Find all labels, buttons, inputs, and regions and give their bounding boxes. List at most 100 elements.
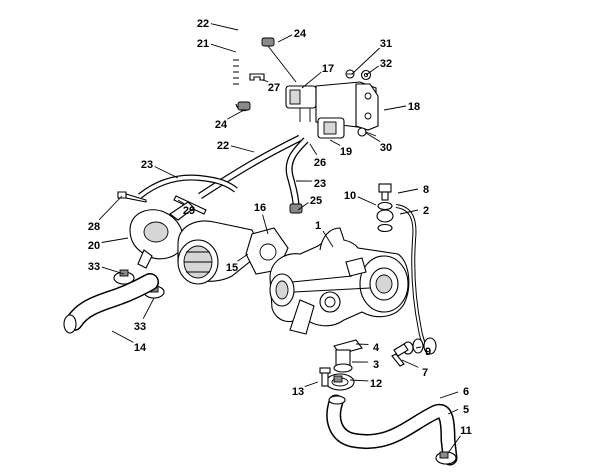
leader-line-c11 xyxy=(447,435,461,454)
oil-line-2 xyxy=(395,204,430,350)
clip-27 xyxy=(249,73,265,81)
bolt-7 xyxy=(391,343,409,367)
leader-line-c5 xyxy=(447,408,459,415)
leader-line-c29 xyxy=(177,199,185,205)
clamp-11 xyxy=(435,451,457,465)
leader-line-c19 xyxy=(329,139,341,146)
callout-c10: 10 xyxy=(344,190,356,202)
callout-c28: 28 xyxy=(88,221,100,233)
hose-clamp-24-upper xyxy=(261,37,275,47)
leader-line-c9 xyxy=(415,346,422,349)
leader-line-c16 xyxy=(262,214,269,235)
callout-c23b: 23 xyxy=(314,178,326,190)
leader-line-c10 xyxy=(357,196,377,206)
leader-line-c18 xyxy=(383,105,407,111)
leader-line-c7 xyxy=(401,359,419,368)
callout-c33b: 33 xyxy=(134,321,146,333)
clamp-12 xyxy=(325,373,355,391)
clamp-25 xyxy=(289,203,303,214)
leader-line-c21 xyxy=(210,43,237,53)
leader-line-c28 xyxy=(98,195,123,221)
hose-clamp-24-lower xyxy=(237,101,251,111)
callout-c33: 33 xyxy=(88,261,100,273)
callout-c20: 20 xyxy=(88,240,100,252)
callout-c23: 23 xyxy=(141,159,153,171)
turbocharger-1 xyxy=(269,227,410,335)
callout-c24b: 24 xyxy=(215,119,228,131)
leader-line-c26 xyxy=(309,143,318,155)
leader-line-c12 xyxy=(349,379,369,382)
leader-line-c8 xyxy=(397,188,419,194)
banjo-bolt-8 xyxy=(378,183,392,201)
callout-labels: 1234567891011121314151617181920212222232… xyxy=(88,18,472,437)
coolant-hose-14 xyxy=(63,273,159,334)
leader-line-c15 xyxy=(237,253,249,262)
callout-c7: 7 xyxy=(422,367,428,379)
leader-line-c23 xyxy=(154,166,179,179)
callout-c2: 2 xyxy=(423,205,429,217)
callout-c9: 9 xyxy=(425,346,431,358)
leader-line-c31 xyxy=(351,47,381,75)
callout-c22b: 22 xyxy=(217,140,229,152)
callout-c14: 14 xyxy=(134,342,147,354)
callout-c12: 12 xyxy=(370,378,382,390)
callout-c3: 3 xyxy=(373,359,379,371)
leader-line-c32 xyxy=(365,65,379,76)
leader-line-c25 xyxy=(297,202,309,211)
bolt-13 xyxy=(319,367,331,387)
leader-line-c27 xyxy=(261,79,269,83)
leader-line-c22b xyxy=(230,145,255,153)
hose-26 xyxy=(285,137,309,207)
callout-c17: 17 xyxy=(322,63,334,75)
callout-c25: 25 xyxy=(310,195,322,207)
leader-line-c24 xyxy=(277,34,293,43)
hose-22-middle xyxy=(198,134,302,199)
callout-c26: 26 xyxy=(314,157,326,169)
leader-line-c20 xyxy=(101,237,129,243)
intake-adapter-15 xyxy=(177,220,263,285)
leader-line-c13 xyxy=(304,381,319,388)
bolt-30 xyxy=(357,127,377,137)
callout-c1: 1 xyxy=(315,220,321,232)
callout-c5: 5 xyxy=(463,404,469,416)
leader-line-c17 xyxy=(301,71,322,89)
leader-line-c24b xyxy=(227,109,245,120)
callout-c16: 16 xyxy=(254,202,266,214)
callout-c29: 29 xyxy=(183,205,195,217)
callout-c24: 24 xyxy=(294,28,307,40)
callout-c6: 6 xyxy=(463,386,469,398)
leader-lines xyxy=(98,23,461,454)
callout-c21: 21 xyxy=(197,38,209,50)
bolt-28 xyxy=(117,191,147,203)
callout-c22: 22 xyxy=(197,18,209,30)
leader-line-c22 xyxy=(210,23,239,31)
callout-c15: 15 xyxy=(226,262,238,274)
callout-c30: 30 xyxy=(380,142,392,154)
callout-c11: 11 xyxy=(460,425,472,437)
leader-line-c14 xyxy=(111,330,134,343)
oil-return-hose-6 xyxy=(326,394,458,466)
solenoid-19 xyxy=(317,117,345,139)
washer-10 xyxy=(376,201,394,233)
upper-vent-hose xyxy=(233,15,270,112)
mounting-bracket-18 xyxy=(315,81,379,131)
elbow-housing-20 xyxy=(129,201,195,269)
fitting-3 xyxy=(333,349,353,373)
leader-line-c2 xyxy=(399,209,419,215)
callout-c13: 13 xyxy=(292,386,304,398)
leader-line-c30 xyxy=(365,132,381,142)
callout-c19: 19 xyxy=(340,146,352,158)
callout-c32: 32 xyxy=(380,58,392,70)
leader-line-c33b xyxy=(142,297,155,319)
leader-line-c33 xyxy=(101,266,125,275)
hose-23-left xyxy=(138,174,238,199)
bolt-31 xyxy=(345,69,355,79)
leader-line-c1 xyxy=(322,230,334,248)
callout-c18: 18 xyxy=(408,101,420,113)
callout-c4: 4 xyxy=(373,342,380,354)
leader-line-c6 xyxy=(439,391,459,399)
callout-c8: 8 xyxy=(423,184,429,196)
callout-c27: 27 xyxy=(268,82,280,94)
callout-c31: 31 xyxy=(380,38,392,50)
